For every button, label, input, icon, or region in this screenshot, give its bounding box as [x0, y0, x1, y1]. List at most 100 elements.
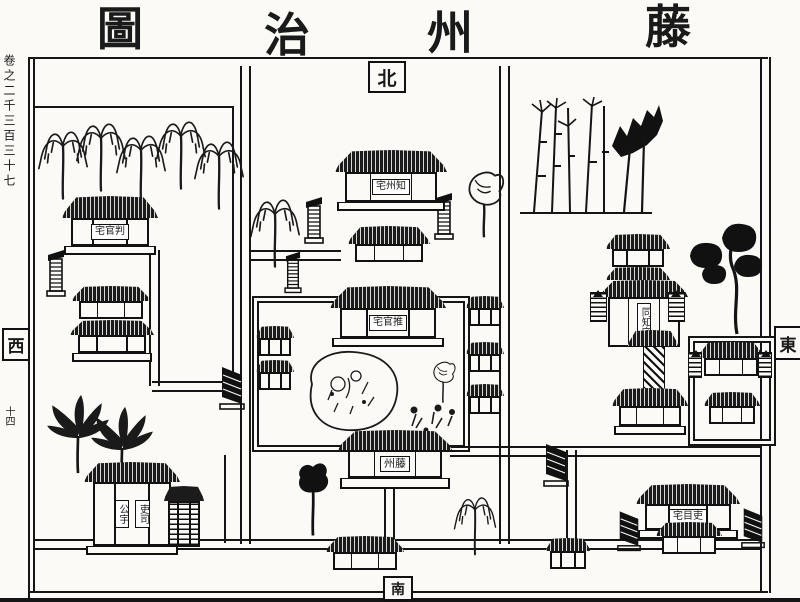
willow-tree-icon [249, 199, 301, 268]
platform [332, 338, 444, 347]
body: 公宇 吏司 [92, 482, 172, 546]
body [259, 372, 291, 390]
page-mark: 十四 [3, 406, 14, 426]
building-limu-front-gate [656, 522, 722, 554]
dark-tree-icon [297, 461, 330, 537]
sign-prefecture-gate: 藤州 [380, 455, 410, 473]
platform [337, 202, 445, 211]
roof [546, 538, 590, 551]
west-path-vertical [149, 250, 160, 386]
east-path-horizontal [450, 446, 762, 457]
roof [656, 522, 722, 536]
body [469, 354, 501, 372]
building-tower-base [612, 388, 688, 435]
building-prefecture-gate: 藤州 [338, 430, 452, 489]
body: 判官宅 [70, 218, 150, 246]
body: 知州宅 [345, 172, 437, 202]
body [79, 301, 143, 319]
side-wing-shelf [688, 350, 702, 378]
title-char-zhi: 治 [264, 8, 310, 62]
corridor-pavilion [466, 296, 504, 326]
roof [612, 388, 688, 406]
body [709, 406, 755, 424]
platform [85, 546, 179, 555]
compass-east: 東 [774, 326, 800, 360]
side-wing-shelf [758, 350, 772, 378]
side-wing-shelf [668, 290, 685, 322]
center-west-wall [240, 66, 251, 544]
east-court-wall [688, 336, 776, 446]
west-court-wall-east [232, 106, 234, 387]
lotus-pond [309, 351, 399, 431]
side-wing-shelf [590, 290, 607, 322]
banner-tower-icon [46, 249, 66, 297]
platform [340, 478, 450, 489]
banner-tower-icon [304, 196, 324, 244]
sign-panguan-residence: 判官宅 [91, 224, 129, 240]
roof [636, 484, 740, 504]
bamboo-grove [531, 96, 663, 213]
sign-public-hall: 公宇 [114, 500, 129, 528]
body [259, 338, 291, 356]
west-court-wall-top [33, 106, 234, 108]
building-panguan-residence: 判官宅 [62, 196, 158, 255]
building-clerk-compound: 公宇 吏司 [84, 462, 180, 555]
building-south-gate [326, 536, 404, 570]
pine-tree [690, 223, 763, 335]
platform [71, 353, 153, 362]
body: 藤州 [348, 450, 442, 478]
map-top-border [28, 57, 768, 59]
corridor-pavilion [466, 384, 504, 414]
title-char-tu: 圖 [97, 2, 143, 56]
body [167, 501, 201, 547]
body [333, 552, 397, 570]
roof [600, 280, 688, 297]
compass-south-label: 南 [391, 581, 405, 598]
platform [613, 426, 687, 435]
map-left-border [33, 57, 35, 593]
roof [606, 267, 670, 280]
roof [348, 226, 430, 244]
title-char-teng: 藤 [645, 0, 691, 54]
roof [466, 384, 504, 396]
building-west-hall [70, 320, 154, 362]
sign-clerk-office: 吏司 [135, 500, 150, 528]
corridor-pavilion [256, 326, 294, 356]
roof [466, 296, 504, 308]
body [469, 396, 501, 414]
wall-tower-icon [741, 507, 765, 549]
body [469, 308, 501, 326]
building-east-south-gate [546, 538, 590, 569]
west-path-horizontal [152, 381, 242, 392]
willow-tree-icon [193, 141, 245, 210]
body [611, 249, 665, 267]
building-central-hall: 推官宅 [330, 286, 446, 347]
roof [256, 360, 294, 372]
building-west-hall [72, 286, 150, 319]
compass-west: 西 [2, 328, 30, 361]
roof [628, 330, 678, 346]
roof [330, 286, 446, 308]
platform [63, 246, 157, 255]
map-right-border [760, 57, 771, 593]
east-path-vertical [566, 450, 577, 542]
southwest-court-wall [224, 455, 226, 543]
roof [70, 320, 154, 335]
sign-central-hall: 推官宅 [369, 315, 407, 331]
body [77, 335, 147, 353]
roof [326, 536, 404, 552]
building-east-gate [698, 342, 764, 376]
volume-number-text: 卷之二千三百三十七 [2, 54, 16, 189]
building-east-upper-hall [606, 234, 670, 280]
roof [466, 342, 504, 354]
building-inner-hall [348, 226, 430, 262]
roof [256, 326, 294, 338]
building-prefect-residence: 知州宅 [335, 150, 447, 211]
corridor-pavilion [466, 342, 504, 372]
compass-north-label: 北 [377, 67, 397, 90]
willow-tree-icon [453, 497, 497, 556]
roof [84, 462, 180, 482]
south-gate-path [384, 482, 395, 540]
roof [704, 392, 760, 406]
